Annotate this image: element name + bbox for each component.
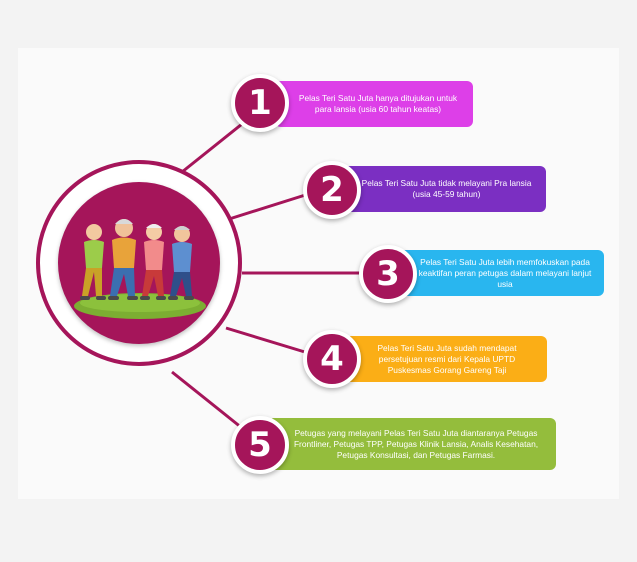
item-3-number-badge: 3 [359, 245, 417, 303]
item-1-number-badge: 1 [231, 74, 289, 132]
item-5-number-badge: 5 [231, 416, 289, 474]
item-1-label: Pelas Teri Satu Juta hanya ditujukan unt… [275, 81, 473, 127]
item-4-label: Pelas Teri Satu Juta sudah mendapat pers… [339, 336, 547, 382]
item-5-label: Petugas yang melayani Pelas Teri Satu Ju… [268, 418, 556, 470]
item-2-label: Pelas Teri Satu Juta tidak melayani Pra … [339, 166, 546, 212]
elderly-group-icon [74, 219, 206, 319]
item-3-label: Pelas Teri Satu Juta lebih memfokuskan p… [398, 250, 604, 296]
item-2-number-badge: 2 [303, 161, 361, 219]
item-4-number-badge: 4 [303, 330, 361, 388]
